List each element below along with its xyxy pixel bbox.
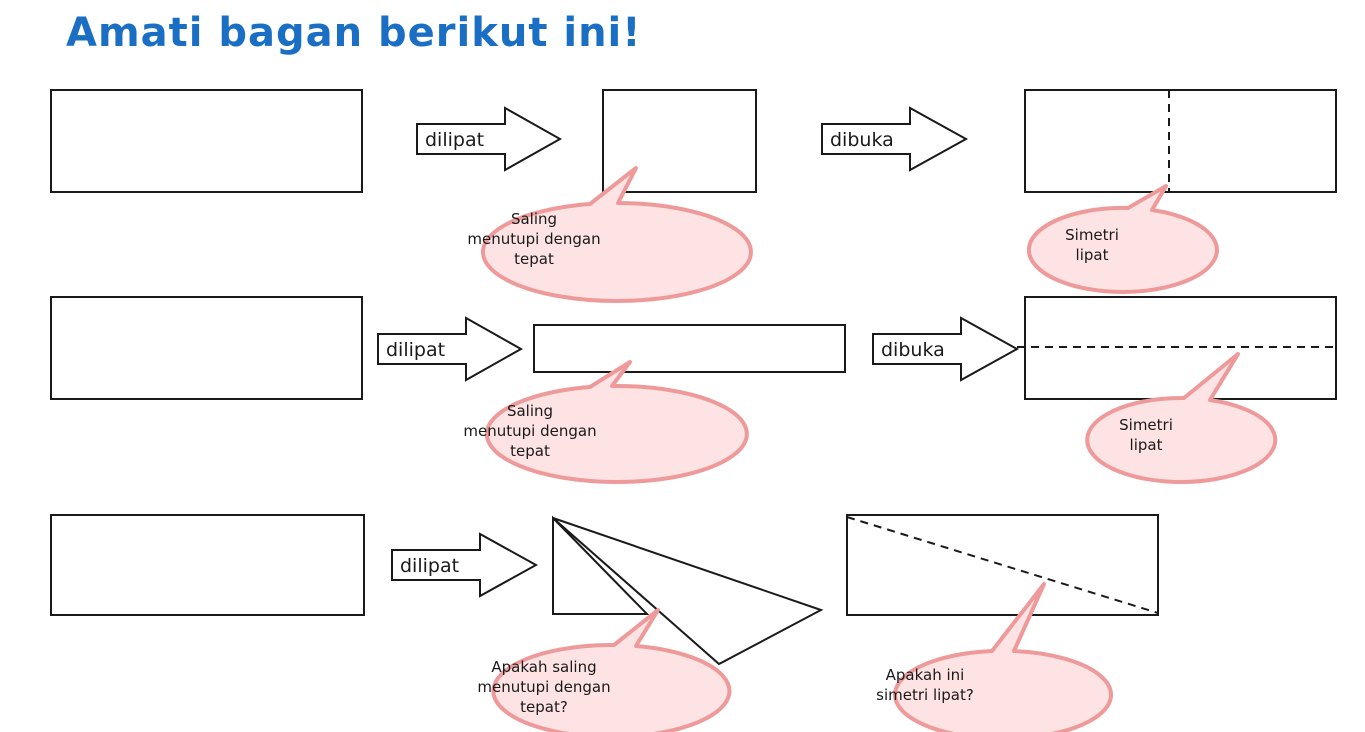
row-2-original-rectangle bbox=[50, 296, 363, 400]
row-3-fold-label: dilipat bbox=[400, 555, 459, 577]
row-2-fold-arrow: dilipat bbox=[377, 316, 524, 382]
speech-bubble-icon bbox=[491, 608, 732, 732]
arrow-right-icon bbox=[391, 532, 539, 598]
row-1-callout-2: Simetri lipat bbox=[1026, 184, 1219, 294]
row-3-folded-triangles bbox=[552, 515, 824, 666]
row-1-opened-rectangle bbox=[1024, 89, 1337, 193]
speech-bubble-icon bbox=[484, 360, 749, 484]
callout-line: lipat bbox=[1076, 246, 1109, 264]
row-3-diagonal-fold-line bbox=[846, 516, 1159, 614]
arrow-right-icon bbox=[872, 316, 1020, 382]
callout-line: lipat bbox=[1130, 436, 1163, 454]
callout-line: tepat bbox=[510, 442, 550, 460]
folded-triangle-base bbox=[552, 515, 650, 615]
callout-line: menutupi dengan bbox=[463, 422, 596, 440]
row-1-open-label: dibuka bbox=[830, 129, 894, 151]
callout-line: Saling bbox=[511, 210, 557, 228]
callout-line: tepat? bbox=[520, 698, 568, 716]
callout-line: Apakah ini bbox=[886, 666, 965, 684]
row-1-callout-1: Saling menutupi dengan tepat bbox=[467, 166, 753, 303]
row-1-fold-label: dilipat bbox=[425, 129, 484, 151]
callout-line: menutupi dengan bbox=[477, 678, 610, 696]
row-3-fold-arrow: dilipat bbox=[391, 532, 539, 598]
row-1-fold-arrow: dilipat bbox=[416, 106, 563, 172]
row-3: dilipat Apakah saling menutupi dengan te… bbox=[50, 514, 1159, 732]
callout-line: Simetri bbox=[1065, 226, 1119, 244]
speech-bubble-icon bbox=[1026, 184, 1219, 294]
callout-line: tepat bbox=[514, 250, 554, 268]
callout-line: Simetri bbox=[1119, 416, 1173, 434]
speech-bubble-icon bbox=[1085, 352, 1278, 484]
row-2-fold-label: dilipat bbox=[386, 339, 445, 361]
row-2: dilipat dibuka Saling menutupi dengan te… bbox=[50, 296, 1337, 484]
row-1: dilipat dibuka Saling menutupi dengan te… bbox=[50, 89, 1337, 303]
row-2-open-arrow: dibuka bbox=[872, 316, 1020, 382]
row-3-callout-2: Apakah ini simetri lipat? bbox=[876, 582, 1113, 732]
speech-bubble-icon bbox=[893, 582, 1113, 732]
callout-line: Apakah saling bbox=[491, 658, 596, 676]
arrow-right-icon bbox=[821, 106, 969, 172]
row-1-original-rectangle bbox=[50, 89, 363, 193]
folded-triangle-flap bbox=[552, 517, 824, 666]
speech-bubble-icon bbox=[480, 166, 753, 303]
row-2-callout-1: Saling menutupi dengan tepat bbox=[463, 360, 749, 484]
row-3-callout-1: Apakah saling menutupi dengan tepat? bbox=[477, 608, 732, 732]
arrow-right-icon bbox=[377, 316, 524, 382]
callout-line: menutupi dengan bbox=[467, 230, 600, 248]
row-2-open-label: dibuka bbox=[881, 339, 945, 361]
callout-line: simetri lipat? bbox=[876, 686, 974, 704]
callout-line: Saling bbox=[507, 402, 553, 420]
row-1-open-arrow: dibuka bbox=[821, 106, 969, 172]
row-3-original-rectangle bbox=[50, 514, 365, 616]
row-2-folded-rectangle bbox=[533, 324, 846, 373]
row-3-rectangle-with-diagonal bbox=[846, 514, 1159, 616]
arrow-right-icon bbox=[416, 106, 563, 172]
page-title: Amati bagan berikut ini! bbox=[66, 10, 642, 56]
row-2-callout-2: Simetri lipat bbox=[1085, 352, 1278, 484]
